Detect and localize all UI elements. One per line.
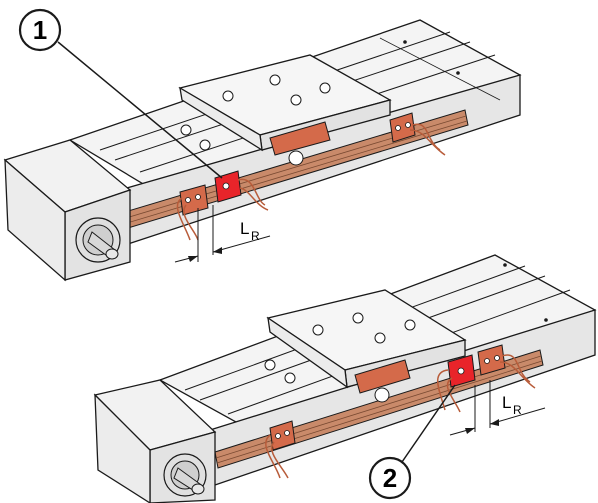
top-lr-label: L — [240, 219, 249, 238]
bottom-actuator: L R 2 — [93, 254, 597, 503]
bottom-drive-shaft — [163, 453, 207, 497]
top-right-sensor — [389, 112, 446, 156]
top-lr-dimension: L R — [174, 205, 271, 263]
top-lr-subscript: R — [251, 229, 260, 243]
bottom-left-sensor — [265, 420, 296, 479]
top-highlight-sensor — [214, 170, 269, 211]
bottom-lr-dimension: L R — [449, 380, 546, 436]
top-drive-shaft — [75, 217, 121, 263]
callout-1-label: 1 — [33, 15, 47, 45]
callout-2: 2 — [368, 384, 456, 500]
bottom-highlight-sensor — [437, 354, 476, 413]
bottom-carriage — [264, 289, 467, 403]
callout-2-label: 2 — [383, 463, 397, 493]
bottom-lr-label: L — [502, 393, 511, 412]
top-actuator: L R 1 — [3, 8, 522, 282]
top-left-sensor — [176, 184, 209, 241]
bottom-right-sensor — [477, 344, 536, 389]
callout-1: 1 — [18, 8, 223, 179]
top-carriage — [178, 54, 392, 166]
bottom-lr-subscript: R — [513, 403, 522, 417]
